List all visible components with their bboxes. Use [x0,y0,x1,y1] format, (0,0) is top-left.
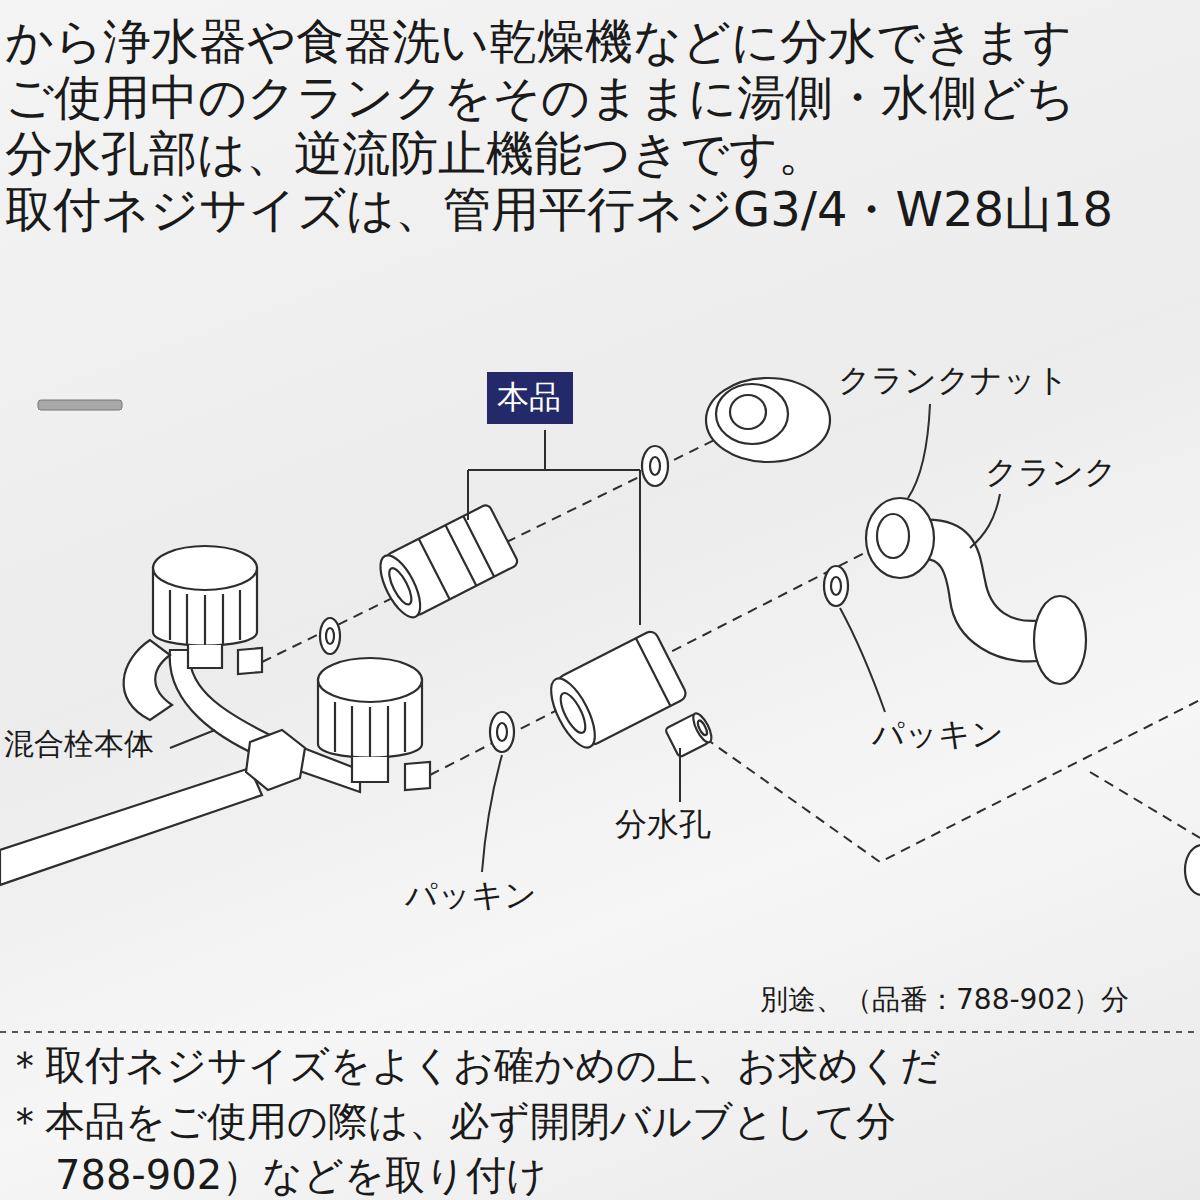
valve-stem [188,645,222,668]
product-tag: 本品 [487,372,573,424]
leader-line [840,608,885,712]
staple [38,400,122,410]
packing-ring-hole [831,577,841,595]
crank-nut-hole [877,514,909,558]
crank-pipe [918,520,1048,662]
crank-escutcheon [1034,596,1086,684]
part-label: クランク [985,454,1117,491]
package-text: ＊取付ネジサイズをよくお確かめの上、お求めくだ [5,1042,941,1088]
packing-ring-hole [326,628,334,644]
handle-top [153,546,257,590]
package-text: ご使用中のクランクをそのままに湯側・水側どち [5,70,1075,125]
thread-stub [238,648,262,674]
adapter-part [372,503,519,623]
part-label: 混合栓本体 [4,727,154,762]
handle-fluting [170,590,240,646]
packing-ring-hole [497,723,507,741]
package-text: 別途、（品番：788-902）分 [760,984,1129,1016]
bracket-leader [468,430,640,625]
partial-part [1185,845,1200,895]
leader-line [908,404,930,498]
part-label: 分水孔 [615,806,711,843]
faucet-spout [124,640,172,720]
packing-ring [490,712,514,752]
valve-stem [352,757,388,782]
axis-line [262,425,745,662]
package-text: 分水孔部は、逆流防止機能つきです。 [5,126,826,181]
leader-line [970,494,1000,548]
handle-fluting [335,702,405,758]
packing-ring [320,618,340,654]
branch-outlet [665,711,715,758]
handle-top [318,658,422,702]
axis-line [705,700,1200,862]
part-label: パッキン [405,877,537,914]
branch-tee-part [542,629,688,753]
leader-line [679,748,681,802]
leader-line [482,755,502,872]
packing-ring-hole [650,457,660,475]
separator-line [0,1031,1200,1033]
packing-ring [824,566,848,606]
joint-nut [246,730,305,790]
part-label: パッキン [872,716,1004,753]
leader-line [170,730,215,748]
axis-line [430,545,880,775]
package-text: から浄水器や食器洗い乾燥機などに分水できます [5,14,1072,69]
package-text: 788-902）などを取り付け [55,1152,547,1198]
hose [0,768,262,885]
crank-nut [866,498,934,578]
wall-fitting [706,378,830,462]
packing-ring [642,446,668,486]
thread-stub [405,762,430,790]
tag-text: 本品 [497,380,563,415]
package-text: ＊本品をご使用の際は、必ず開閉バルブとして分 [5,1098,896,1144]
package-text: 取付ネジサイズは、管用平行ネジG3/4・W28山18 [5,182,1113,237]
part-label: クランクナット [838,362,1069,399]
axis-line [1090,772,1200,838]
